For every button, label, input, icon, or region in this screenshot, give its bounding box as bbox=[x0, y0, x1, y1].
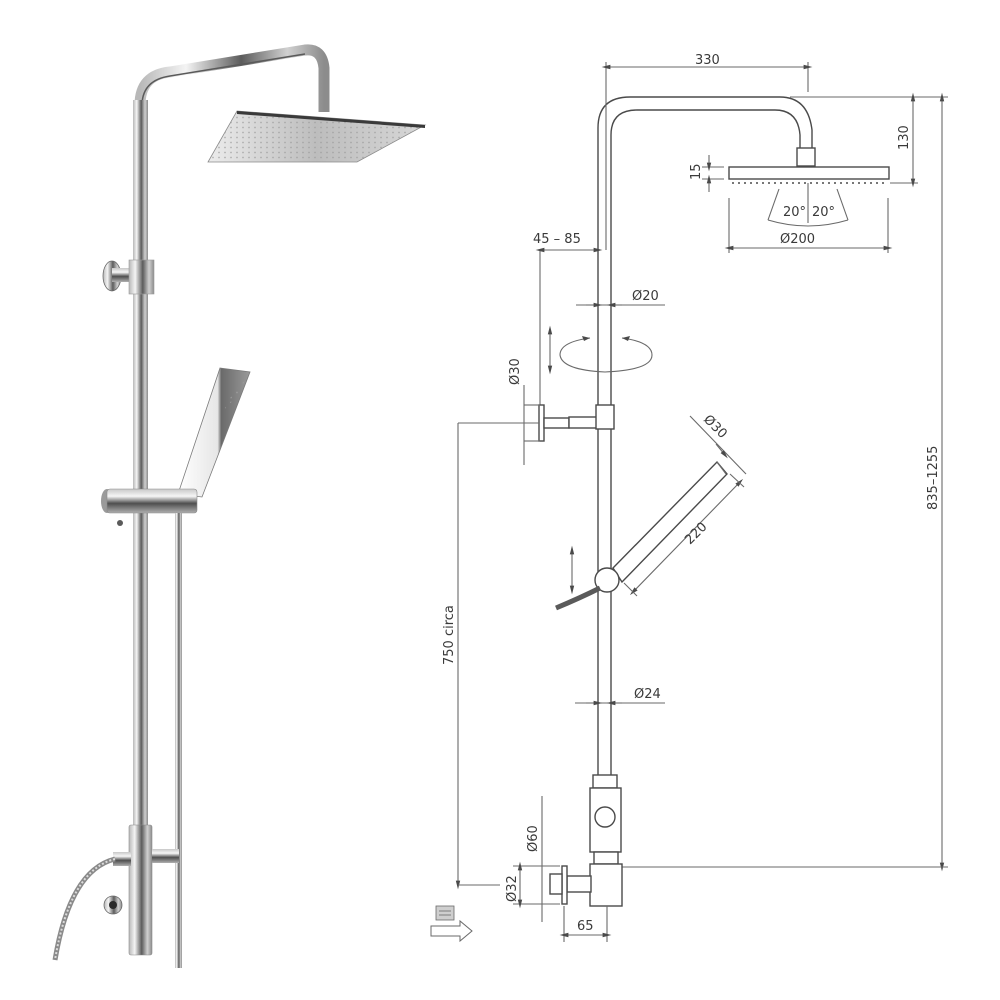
dim-bracket-offset: 45 – 85 bbox=[533, 232, 603, 420]
upper-diameter-label: Ø20 bbox=[632, 289, 659, 304]
dim-upper-diameter: Ø20 bbox=[576, 289, 665, 308]
spray-angle: 20° 20° bbox=[767, 183, 849, 227]
bracket-diameter-label: Ø30 bbox=[508, 358, 523, 385]
bracket-outline: Ø30 bbox=[458, 358, 615, 465]
dim-arm-height: 130 bbox=[790, 92, 948, 188]
slider-holder bbox=[101, 488, 198, 526]
arm-reach-label: 330 bbox=[695, 53, 720, 68]
angle-right-label: 20° bbox=[812, 205, 835, 220]
head-diameter-label: Ø200 bbox=[780, 232, 815, 247]
hand-shower bbox=[177, 367, 251, 498]
water-inlet-direction-icon bbox=[430, 905, 473, 943]
dim-head-thickness: 15 bbox=[689, 155, 724, 192]
rotation-indicator-icon bbox=[547, 325, 653, 375]
hand-length-label: 220 bbox=[682, 520, 710, 548]
angle-left-label: 20° bbox=[783, 205, 806, 220]
dim-lower-diameter: Ø24 bbox=[575, 687, 665, 706]
hand-diameter-label: Ø30 bbox=[700, 412, 730, 442]
head-outline bbox=[728, 147, 890, 184]
diverter-mixer bbox=[103, 824, 179, 956]
inlet-diameter-label: Ø32 bbox=[505, 875, 520, 902]
pipe-outline bbox=[597, 96, 813, 775]
inlet-depth-label: 65 bbox=[577, 919, 594, 934]
hose bbox=[175, 513, 182, 968]
dim-slider-height: 750 circa bbox=[442, 423, 500, 890]
dim-head-diameter: Ø200 bbox=[724, 198, 893, 253]
slider-height-label: 750 circa bbox=[442, 605, 457, 665]
overhead-shower-head bbox=[207, 110, 427, 163]
wall-bracket bbox=[102, 259, 155, 295]
mixer-diameter-label: Ø60 bbox=[526, 825, 541, 852]
dim-arm-reach: 330 bbox=[601, 53, 813, 250]
bracket-offset-label: 45 – 85 bbox=[533, 232, 581, 247]
dim-inlet-depth: 65 bbox=[559, 906, 612, 942]
lower-diameter-label: Ø24 bbox=[634, 687, 661, 702]
total-height-label: 835–1255 bbox=[926, 446, 941, 510]
hand-shower-outline: Ø30 220 bbox=[555, 412, 747, 611]
arm-height-label: 130 bbox=[897, 125, 912, 150]
mixer-outline bbox=[549, 774, 690, 907]
head-thickness-label: 15 bbox=[689, 163, 704, 180]
dim-inlet: Ø60 Ø32 bbox=[505, 796, 560, 922]
shower-arm bbox=[134, 44, 330, 270]
